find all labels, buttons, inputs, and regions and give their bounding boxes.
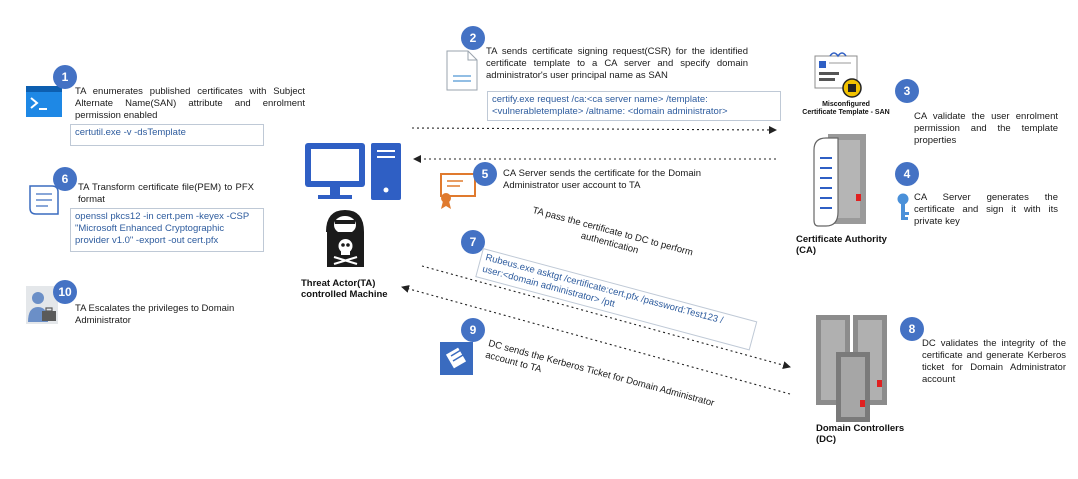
document-icon (446, 50, 478, 91)
step-10-description: TA Escalates the privileges to Domain Ad… (75, 303, 235, 326)
step-2-command-line-2: <vulnerabletemplate> /altname: <domain a… (492, 106, 728, 117)
arrow-csr-to-ca (411, 125, 777, 134)
domain-controller-icon (816, 315, 887, 422)
skull-icon (327, 232, 364, 267)
template-caption: Misconfigured Certificate Template - SAN (796, 101, 896, 117)
step-badge-4: 4 (895, 162, 919, 186)
ca-server-icon (813, 134, 866, 227)
hacker-icon (326, 210, 364, 234)
template-caption-line-1: Misconfigured (822, 101, 870, 108)
step-6-command-line-1: openssl pkcs12 -in cert.pem -keyex -CSP (75, 211, 250, 222)
step-1-description: TA enumerates published certificates wit… (75, 86, 305, 121)
arrow-auth-to-dc (421, 265, 791, 370)
step-6-command-line-3: provider v1.0" -export -out cert.pfx (75, 235, 219, 246)
certificate-icon (440, 173, 476, 209)
key-icon (897, 193, 909, 220)
threat-actor-label: Threat Actor(TA) controlled Machine (301, 278, 388, 300)
ticket-icon (440, 342, 473, 375)
computer-icon (305, 143, 401, 200)
step-2-command: certify.exe request /ca:<ca server name>… (487, 91, 781, 121)
terminal-icon (26, 86, 62, 117)
step-4-description: CA Server generates the certificate and … (914, 192, 1058, 227)
step-6-command: openssl pkcs12 -in cert.pem -keyex -CSP … (70, 208, 264, 252)
dc-label: Domain Controllers (DC) (816, 423, 905, 445)
step-6-description: TA Transform certificate file(PEM) to PF… (78, 182, 254, 205)
step-3-description: CA validate the user enrolment permissio… (914, 111, 1058, 146)
step-8-description: DC validates the integrity of the certif… (922, 338, 1066, 385)
step-badge-3: 3 (895, 79, 919, 103)
step-2-description: TA sends certificate signing request(CSR… (486, 46, 748, 81)
step-badge-2: 2 (461, 26, 485, 50)
step-5-description: CA Server sends the certificate for the … (503, 168, 701, 191)
step-badge-10: 10 (53, 280, 77, 304)
user-briefcase-icon (26, 286, 58, 324)
step-badge-9: 9 (461, 318, 485, 342)
ca-label: Certificate Authority (CA) (796, 234, 887, 256)
step-badge-1: 1 (53, 65, 77, 89)
step-badge-6: 6 (53, 167, 77, 191)
scroll-icon (29, 185, 59, 215)
step-2-command-line-1: certify.exe request /ca:<ca server name>… (492, 94, 708, 105)
step-badge-8: 8 (900, 317, 924, 341)
step-badge-5: 5 (473, 162, 497, 186)
step-6-command-line-2: "Microsoft Enhanced Cryptographic (75, 223, 225, 234)
template-caption-line-2: Certificate Template - SAN (802, 109, 890, 116)
arrow-ticket-to-ta (401, 285, 791, 395)
step-1-command: certutil.exe -v -dsTemplate (70, 124, 264, 146)
step-badge-7: 7 (461, 230, 485, 254)
certificate-template-icon (814, 52, 862, 98)
